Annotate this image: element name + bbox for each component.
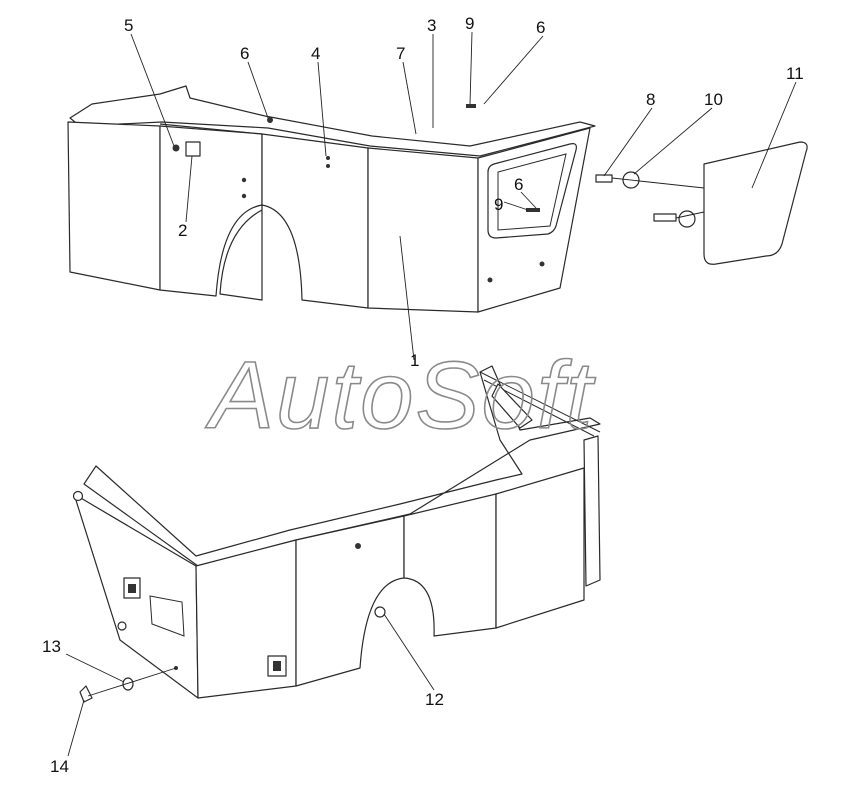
lower-panel-assembly — [72, 365, 601, 703]
callout-8: 8 — [646, 90, 655, 109]
callout-14: 14 — [50, 757, 69, 776]
callout-9a: 9 — [465, 14, 474, 33]
callout-6b: 6 — [536, 18, 545, 37]
callout-9b: 9 — [494, 195, 503, 214]
callout-10: 10 — [704, 90, 723, 109]
callout-13: 13 — [42, 637, 61, 656]
callout-6c: 6 — [514, 175, 523, 194]
callout-7: 7 — [396, 44, 405, 63]
callout-12: 12 — [425, 690, 444, 709]
callout-11: 11 — [786, 64, 804, 83]
watermark-text: AutoSoft — [205, 342, 596, 449]
callout-5: 5 — [124, 16, 133, 35]
upper-panel-assembly — [67, 85, 808, 313]
callout-2: 2 — [178, 221, 187, 240]
callout-3: 3 — [427, 16, 436, 35]
leader-lines — [65, 31, 797, 757]
callout-labels: 5 6 4 7 3 9 6 8 10 11 2 6 9 1 12 13 14 — [42, 14, 804, 776]
callout-4: 4 — [311, 44, 320, 63]
callout-6a: 6 — [240, 44, 249, 63]
callout-1: 1 — [410, 351, 419, 370]
